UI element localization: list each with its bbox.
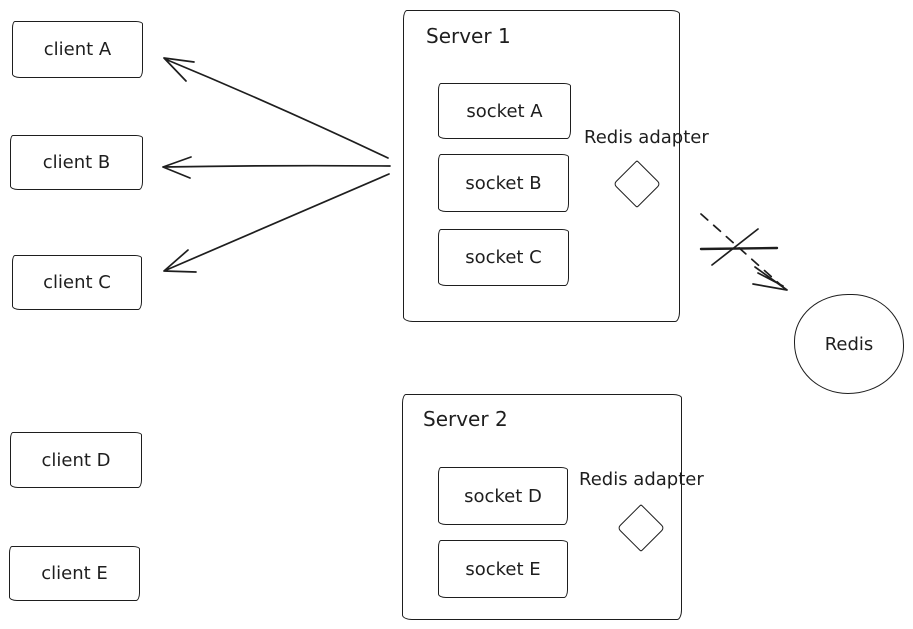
redis-adapter-2-diamond [616, 503, 666, 553]
cross-out-line-diagonal [711, 228, 759, 266]
arrow-server1-to-client-a [163, 57, 389, 159]
client-a-box: client A [12, 21, 143, 78]
server-2-title: Server 2 [423, 407, 508, 431]
client-c-label: client C [43, 272, 111, 293]
server-1-box: Server 1 socket A socket B socket C Redi… [403, 10, 709, 322]
client-c-box: client C [12, 255, 142, 310]
client-d-label: client D [41, 449, 111, 471]
dashed-arrow-server1-to-redis [700, 213, 784, 288]
server-1-title: Server 1 [426, 24, 511, 48]
socket-e-label: socket E [465, 558, 541, 580]
client-b-label: client B [42, 152, 111, 173]
client-d-box: client D [10, 432, 142, 488]
socket-b-label: socket B [465, 172, 542, 194]
cross-out-line-horizontal [699, 246, 779, 251]
socket-c-label: socket C [465, 247, 542, 268]
socket-a-label: socket A [466, 100, 543, 122]
socket-d-box: socket D [438, 467, 568, 525]
dashed-arrow-head [752, 266, 788, 291]
socket-c-box: socket C [438, 229, 569, 286]
redis-label: Redis [824, 333, 874, 355]
server-2-box: Server 2 socket D socket E Redis adapter [402, 394, 704, 620]
client-e-box: client E [9, 546, 140, 601]
arrow-server1-to-client-b [162, 156, 391, 179]
socket-d-label: socket D [464, 485, 542, 507]
redis-adapter-1-label: Redis adapter [584, 127, 709, 148]
client-a-label: client A [43, 39, 112, 60]
redis-adapter-2-label: Redis adapter [579, 469, 704, 490]
redis-adapter-1-diamond [612, 159, 662, 209]
socket-b-box: socket B [438, 154, 569, 212]
redis-circle: Redis [794, 294, 904, 394]
socket-e-box: socket E [438, 540, 568, 598]
arrow-server1-to-client-c [163, 173, 390, 273]
client-e-label: client E [41, 563, 108, 584]
client-b-box: client B [10, 135, 143, 190]
socket-a-box: socket A [438, 83, 571, 139]
